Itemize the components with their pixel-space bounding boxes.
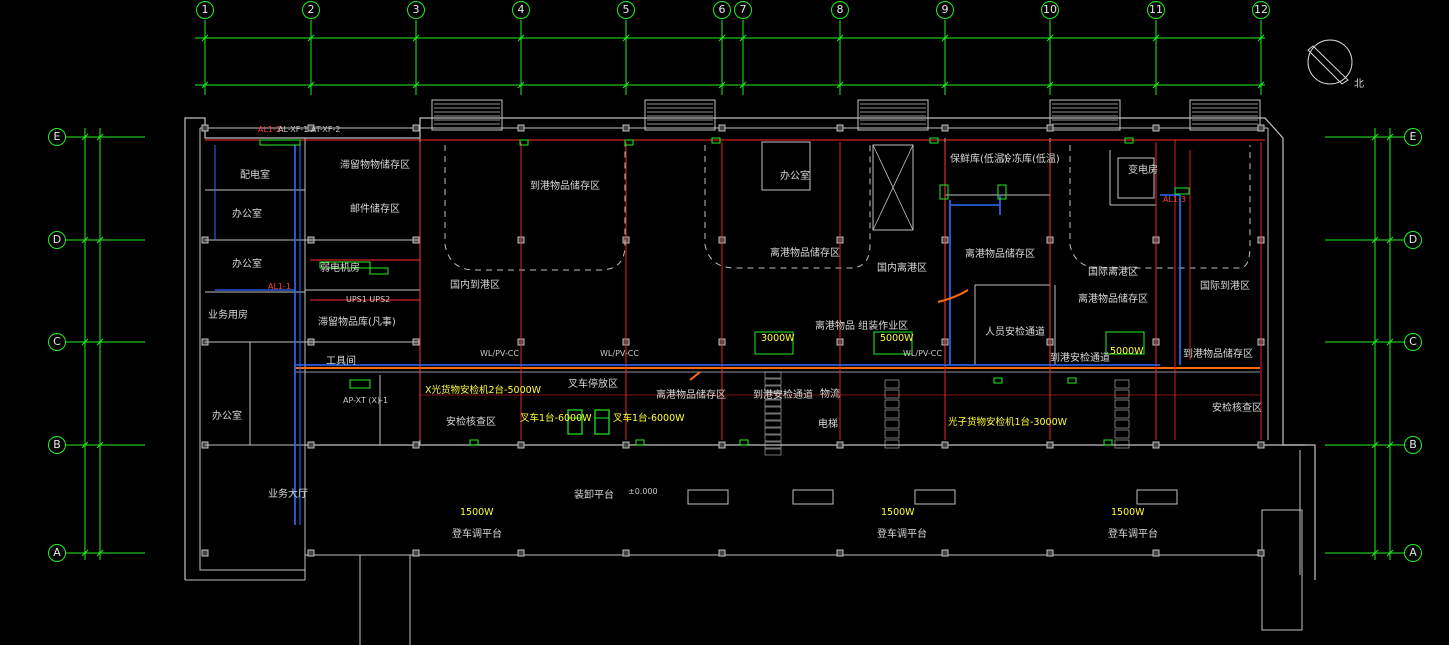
room-security-lane: 人员安检通道 (985, 327, 1045, 338)
column-axis-8: 8 (831, 1, 849, 19)
room-weak: 弱电机房 (320, 263, 360, 274)
power-5000-b: 5000W (1110, 346, 1144, 357)
column-axis-12: 12 (1252, 1, 1270, 19)
room-intl-departure: 国际离港区 (1088, 267, 1138, 278)
dimension-lines (81, 34, 1394, 560)
column-axis-10: 10 (1041, 1, 1059, 19)
power-1500-b: 1500W (881, 507, 915, 518)
column-axis-7: 7 (734, 1, 752, 19)
room-office-2: 办公室 (232, 259, 262, 270)
room-departure-storage: 离港物品储存区 (770, 248, 840, 259)
room-office-3: 办公室 (212, 411, 242, 422)
north-label: 北 (1354, 79, 1364, 90)
room-dock-1: 登车调平台 (452, 529, 502, 540)
wire-label-2: WL/PV-CC (600, 349, 639, 358)
room-domestic-departure: 国内离港区 (877, 263, 927, 274)
room-transformer: 变电房 (1128, 165, 1158, 176)
room-office-top: 办公室 (780, 171, 810, 182)
room-intl-arrival: 国际到港区 (1200, 281, 1250, 292)
wire-label-1: WL/PV-CC (480, 349, 519, 358)
room-handover: 滞留物品库(凡事) (318, 317, 396, 328)
column-axis-5: 5 (617, 1, 635, 19)
forklift-power-1: 叉车1台-6000W (520, 413, 592, 424)
row-axis-D: D (48, 231, 66, 249)
room-logistics: 物流 (820, 389, 840, 400)
row-axis-C: C (48, 333, 66, 351)
room-departure-sorting: 离港物品 组装作业区 (815, 321, 909, 332)
row-axis-D: D (1404, 231, 1422, 249)
row-axis-E: E (1404, 128, 1422, 146)
row-axis-B: B (48, 436, 66, 454)
room-security-channel-2: 到港安检通道 (753, 390, 813, 401)
column-axis-11: 11 (1147, 1, 1165, 19)
wire-label-3: WL/PV-CC (903, 349, 942, 358)
room-security-zone-2: 安检核查区 (1212, 403, 1262, 414)
xray-note-2: 光子货物安检机1台-3000W (948, 417, 1068, 428)
equipment-symbols (259, 137, 1190, 456)
power-5000-a: 5000W (880, 333, 914, 344)
room-office-1: 办公室 (232, 209, 262, 220)
room-distribution: 配电室 (240, 170, 270, 181)
room-elevator: 电梯 (818, 419, 838, 430)
panel-al2: AL1-2 (258, 125, 281, 134)
power-1500-c: 1500W (1111, 507, 1145, 518)
room-cold-2: 冷冻库(低温) (1002, 154, 1060, 165)
column-axis-9: 9 (936, 1, 954, 19)
room-departure-storage-2: 离港物品储存区 (965, 249, 1035, 260)
panel-al1: AL1-1 (268, 282, 291, 291)
room-security-channel: 到港安检通道 (1050, 353, 1110, 364)
room-forklift: 叉车停放区 (568, 379, 618, 390)
row-axis-A: A (48, 544, 66, 562)
axis-grid (65, 20, 1405, 554)
north-arrow (1307, 39, 1353, 85)
row-axis-A: A (1404, 544, 1422, 562)
level-note: ±0.000 (628, 487, 658, 496)
room-business: 业务用房 (208, 310, 248, 321)
room-loading-platform: 装卸平台 (574, 490, 614, 501)
column-axis-4: 4 (512, 1, 530, 19)
room-cold-1: 保鲜库(低温) (950, 154, 1008, 165)
panel-al3: AL1-3 (1163, 195, 1186, 204)
ap-label: AP-XT (X)-1 (343, 396, 389, 405)
column-axis-3: 3 (407, 1, 425, 19)
power-3000: 3000W (761, 333, 795, 344)
room-departure-area: 离港物品储存区 (656, 390, 726, 401)
top-panel-note: AL-XF-1 AT-XF-2 (278, 125, 341, 134)
column-axis-6: 6 (713, 1, 731, 19)
room-business-hall: 业务大厅 (268, 489, 308, 500)
xray-note-1: X光货物安检机2台-5000W (425, 385, 542, 396)
room-mail-storage: 邮件储存区 (350, 204, 400, 215)
room-stranded-storage: 滞留物物储存区 (340, 160, 410, 171)
building-walls (184, 99, 1316, 645)
room-domestic-arrival: 国内到港区 (450, 280, 500, 291)
power-1500-a: 1500W (460, 507, 494, 518)
column-axis-2: 2 (302, 1, 320, 19)
room-ups: UPS1 UPS2 (346, 295, 391, 304)
room-security-zone-1: 安检核查区 (446, 417, 496, 428)
row-axis-C: C (1404, 333, 1422, 351)
room-tool: 工具间 (326, 356, 356, 367)
room-arrival-storage: 到港物品储存区 (530, 181, 600, 192)
forklift-power-2: 叉车1台-6000W (613, 413, 685, 424)
row-axis-B: B (1404, 436, 1422, 454)
column-axis-1: 1 (196, 1, 214, 19)
room-dock-3: 登车调平台 (1108, 529, 1158, 540)
row-axis-E: E (48, 128, 66, 146)
room-dock-2: 登车调平台 (877, 529, 927, 540)
room-arrival-storage-2: 到港物品储存区 (1183, 349, 1253, 360)
room-departure-storage-3: 离港物品储存区 (1078, 294, 1148, 305)
